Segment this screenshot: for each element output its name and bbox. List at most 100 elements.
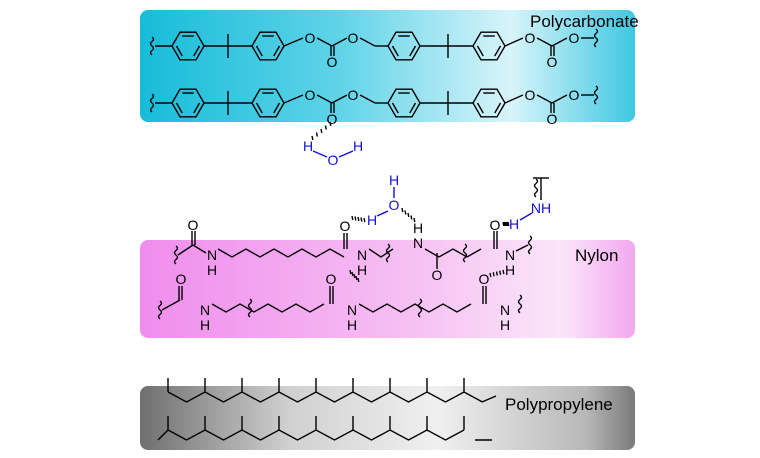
- hydrogen-bond: [349, 269, 352, 275]
- polycarbonate-label: Polycarbonate: [530, 12, 639, 31]
- polypropylene-chain: [167, 391, 483, 403]
- atom-o: O: [176, 271, 187, 287]
- alkyl-chain: [211, 303, 325, 313]
- hydrogen-bond: [504, 221, 507, 227]
- benzene-ring: [472, 31, 506, 61]
- hydrogen-bond: [502, 269, 505, 275]
- o-h-bond: [312, 150, 328, 158]
- atom-o: O: [188, 217, 199, 233]
- atom-h: H: [505, 262, 515, 278]
- bond: [481, 395, 497, 403]
- atom-o: O: [327, 111, 338, 127]
- bond: [283, 37, 304, 47]
- polypropylene-label: Polypropylene: [505, 395, 613, 414]
- atom-o: O: [327, 54, 338, 70]
- bond: [551, 37, 568, 47]
- atom-o: O: [479, 271, 490, 287]
- bond: [283, 94, 304, 104]
- double-bond: [391, 45, 399, 57]
- atom-n: N: [207, 247, 217, 263]
- bond: [316, 94, 333, 104]
- atom-h: H: [357, 262, 367, 278]
- nylon-panel: [140, 240, 635, 338]
- double-bond: [193, 102, 201, 114]
- double-bond: [255, 102, 263, 114]
- bond: [536, 37, 553, 47]
- double-bond: [193, 45, 201, 57]
- atom-n: N: [500, 302, 510, 318]
- double-bond: [494, 45, 502, 57]
- double-bond: [391, 102, 399, 114]
- bond: [177, 244, 194, 256]
- hydrogen-bond: [410, 215, 413, 220]
- atom-o: O: [525, 30, 536, 46]
- bond: [192, 244, 207, 254]
- hydrogen-bond: [354, 216, 357, 221]
- atom-o: O: [389, 197, 400, 213]
- benzene-ring: [472, 88, 506, 118]
- hydrogen-bond: [489, 272, 492, 278]
- atom-h: H: [367, 212, 377, 228]
- wavy-bond: [417, 298, 423, 318]
- alkyl-chain: [368, 248, 394, 258]
- n-h-bond: [519, 212, 533, 221]
- hydrogen-bond: [357, 216, 360, 222]
- hydrogen-bond: [353, 273, 356, 279]
- hydrogen-bond: [506, 221, 509, 227]
- atom-n: N: [347, 302, 357, 318]
- alkyl-chain: [217, 248, 345, 258]
- bond: [504, 94, 524, 104]
- benzene-ring: [171, 88, 205, 118]
- hydrogen-bond: [360, 217, 363, 222]
- hydrogen-bond: [324, 125, 327, 130]
- hydrogen-bond: [315, 132, 318, 137]
- wavy-bond: [533, 178, 539, 198]
- hydrogen-bond: [499, 270, 502, 275]
- benzene-ring: [171, 31, 205, 61]
- benzene-ring: [251, 88, 285, 118]
- wavy-bond: [527, 235, 533, 255]
- water-bonds: [312, 150, 533, 221]
- hydrogen-bond: [495, 271, 498, 276]
- atom-h: H: [389, 172, 399, 188]
- double-bond: [255, 45, 263, 57]
- benzene-ring: [387, 88, 421, 118]
- bond: [359, 94, 376, 104]
- wavy-bond: [593, 85, 599, 105]
- nylon-label: Nylon: [575, 246, 619, 265]
- bond: [316, 37, 333, 47]
- atom-o: O: [490, 217, 501, 233]
- hydrogen-bond: [357, 277, 360, 283]
- atom-o: O: [305, 87, 316, 103]
- wavy-bond: [385, 243, 391, 263]
- hydrogen-bond: [311, 135, 314, 141]
- bond: [157, 429, 169, 441]
- hydrogen-bond: [355, 275, 358, 281]
- atom-o: O: [348, 30, 359, 46]
- benzene-ring: [387, 31, 421, 61]
- atom-o: O: [305, 30, 316, 46]
- hydrogen-bond: [492, 272, 495, 277]
- atom-o: O: [569, 87, 580, 103]
- atom-o: O: [547, 54, 558, 70]
- atom-h: H: [353, 138, 363, 154]
- atom-o: O: [348, 87, 359, 103]
- wavy-bond: [247, 298, 253, 318]
- polypropylene-chain: [167, 429, 465, 441]
- atom-o: O: [569, 30, 580, 46]
- hydrogen-bond: [507, 221, 510, 227]
- bond: [161, 299, 181, 311]
- hydrogen-bond: [503, 221, 506, 227]
- atom-h: H: [207, 262, 217, 278]
- hydrogen-bond: [329, 121, 332, 127]
- double-bond: [273, 102, 281, 114]
- wavy-bond: [593, 28, 599, 48]
- bond-lines: [149, 28, 599, 441]
- atom-o: O: [328, 152, 339, 168]
- hydrogen-bond: [401, 207, 404, 213]
- hydrogen-bond: [351, 271, 354, 277]
- hydrogen-bond: [363, 217, 366, 223]
- atom-o: O: [340, 218, 351, 234]
- atom-h: H: [200, 317, 210, 333]
